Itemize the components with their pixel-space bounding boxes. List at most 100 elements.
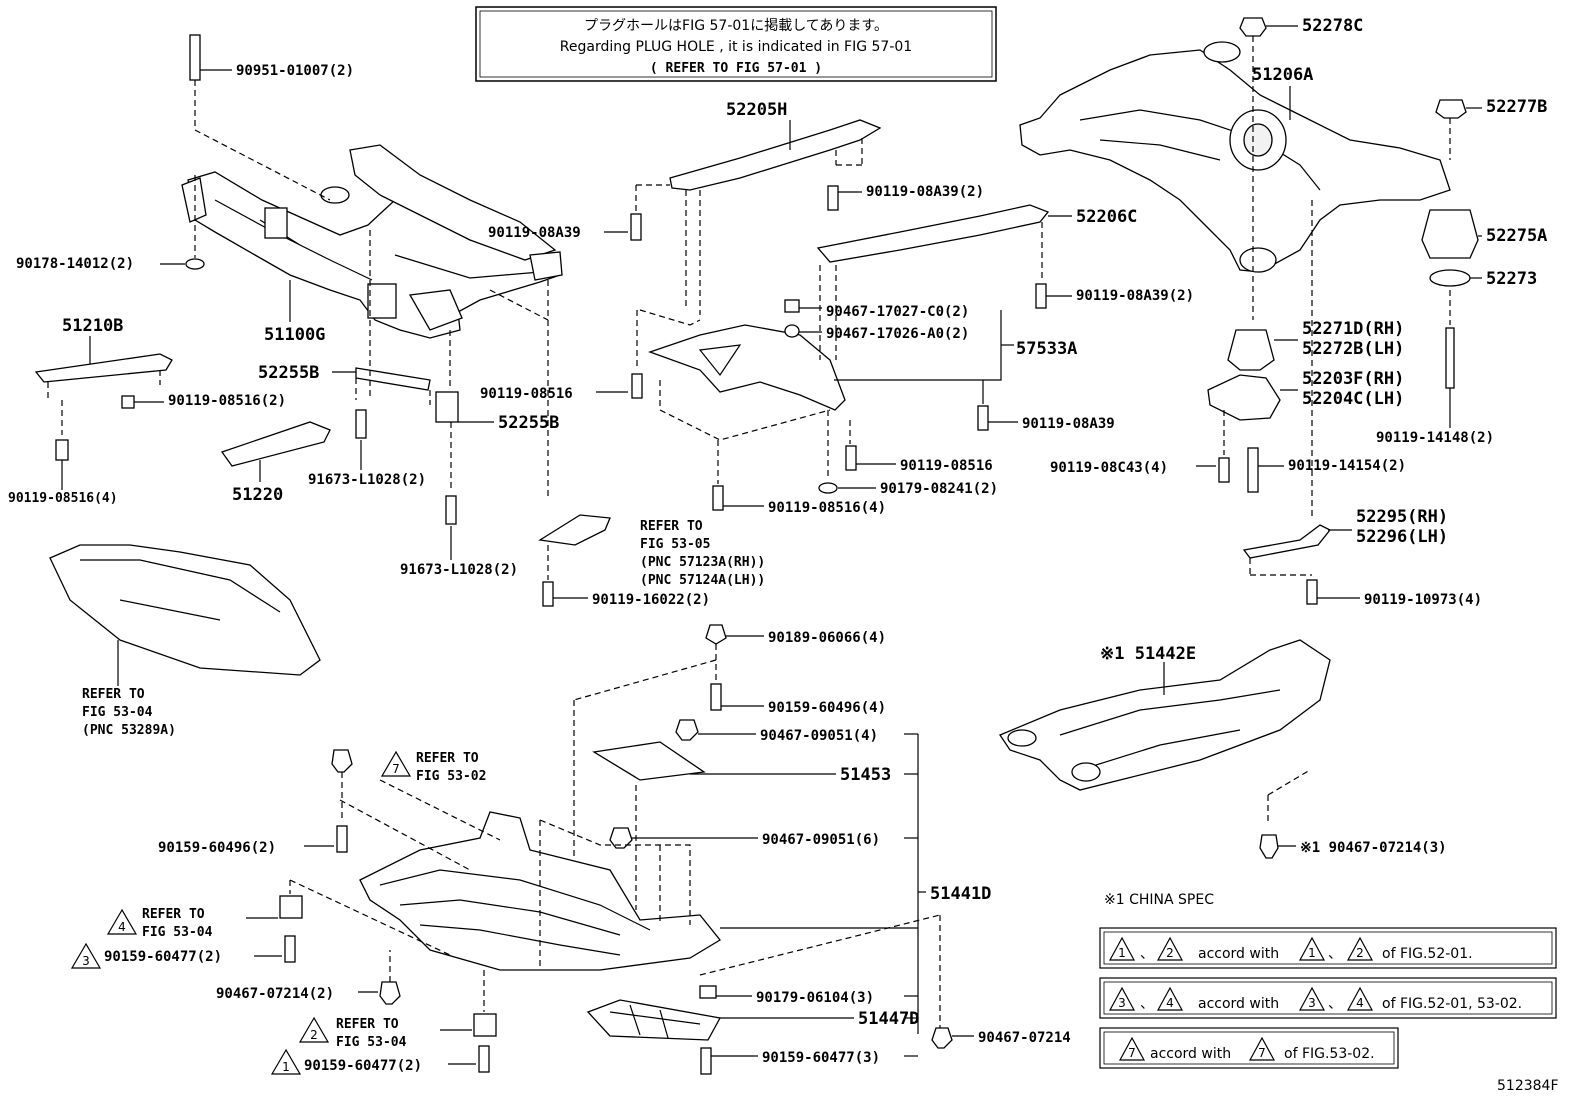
figure-id: 512384F <box>1497 1078 1559 1094</box>
accord-box-3: 7 accord with 7 of FIG.53-02. <box>1099 1027 1399 1069</box>
bolt-90951-drawing <box>189 34 331 201</box>
label-90119-08516-4-b: 90119-08516(4) <box>768 500 886 516</box>
refer-4-line2: FIG 53-04 <box>142 925 213 940</box>
note-line-1: プラグホールはFIG 57-01に掲載してあります。 <box>584 18 888 34</box>
label-90119-08A39-mid: 90119-08A39 <box>1022 416 1115 432</box>
refer-53-04-line2: FIG 53-04 <box>82 705 153 720</box>
label-90467-07214-3: ※1 90467-07214(3) <box>1300 840 1447 856</box>
accord2-sep-b: 、 <box>1328 996 1342 1012</box>
accord2-tri-4: 4 <box>1166 996 1174 1010</box>
accord2-tri-3: 3 <box>1118 996 1126 1010</box>
accord1-sep-a: 、 <box>1140 946 1154 962</box>
label-90951-01007: 90951-01007(2) <box>236 63 354 79</box>
accord1-sep-b: 、 <box>1328 946 1342 962</box>
accord2-tri-4b: 4 <box>1356 996 1364 1010</box>
label-90159-60496-4: 90159-60496(4) <box>768 700 886 716</box>
tri-1-label: 1 <box>282 1060 290 1074</box>
label-90159-60477-3: 90159-60477(3) <box>762 1050 880 1066</box>
label-90119-14148: 90119-14148(2) <box>1376 430 1494 446</box>
label-57533A: 57533A <box>1016 339 1077 359</box>
accord3-text: accord with <box>1150 1046 1231 1062</box>
label-51447D: 51447D <box>858 1009 919 1029</box>
refer-53-05-line1: REFER TO <box>640 519 703 534</box>
accord2-sep-a: 、 <box>1140 996 1154 1012</box>
label-52206C: 52206C <box>1076 207 1137 227</box>
label-51100G: 51100G <box>264 325 325 345</box>
accord1-tri-1: 1 <box>1118 946 1126 960</box>
accord3-end: of FIG.53-02. <box>1284 1046 1375 1062</box>
refer-2-line2: FIG 53-04 <box>336 1035 407 1050</box>
label-51206A: 51206A <box>1252 65 1313 85</box>
tri-4-refer: 4 <box>118 920 126 934</box>
label-90119-14154: 90119-14154(2) <box>1288 458 1406 474</box>
label-52272B: 52272B(LH) <box>1302 339 1404 359</box>
label-90119-08516-4-left: 90119-08516(4) <box>8 491 118 506</box>
label-52204C: 52204C(LH) <box>1302 389 1404 409</box>
rear-crossmember-drawing <box>1019 41 1451 273</box>
header-note: プラグホールはFIG 57-01に掲載してあります。 Regarding PLU… <box>475 6 997 82</box>
label-90119-08516-mid: 90119-08516 <box>480 386 573 402</box>
refer-53-05-line3: (PNC 57123A(RH)) <box>640 555 765 570</box>
accord2-text: accord with <box>1198 996 1279 1012</box>
label-90178-14012: 90178-14012(2) <box>16 256 134 272</box>
label-90179-08241: 90179-08241(2) <box>880 481 998 497</box>
label-52205H: 52205H <box>726 100 787 120</box>
label-90159-60477-2-a: 90159-60477(2) <box>104 949 222 965</box>
accord1-end: of FIG.52-01. <box>1382 946 1473 962</box>
label-51441D: 51441D <box>930 884 991 904</box>
accord3-tri-7: 7 <box>1128 1046 1136 1060</box>
label-90119-08A39-2-b: 90119-08A39(2) <box>1076 288 1194 304</box>
china-spec-note: ※1 CHINA SPEC <box>1104 892 1214 908</box>
refer-2-line1: REFER TO <box>336 1017 399 1032</box>
accord1-tri-2: 2 <box>1166 946 1174 960</box>
label-90467-07214-right: 90467-07214 <box>978 1030 1071 1046</box>
label-90467-17026: 90467-17026-A0(2) <box>826 326 969 342</box>
label-51442E: ※1 51442E <box>1100 644 1196 664</box>
label-52273: 52273 <box>1486 269 1537 289</box>
label-52296: 52296(LH) <box>1356 527 1448 547</box>
tri-3-label: 3 <box>82 954 90 968</box>
label-90119-10973: 90119-10973(4) <box>1364 592 1482 608</box>
accord-box-2: 3 、 4 accord with 3 、 4 of FIG.52-01, 53… <box>1099 977 1557 1019</box>
label-90189-06066: 90189-06066(4) <box>768 630 886 646</box>
tri-2-refer: 2 <box>310 1028 318 1042</box>
label-51210B: 51210B <box>62 316 123 336</box>
accord3-tri-7b: 7 <box>1258 1046 1266 1060</box>
refer-53-05-line4: (PNC 57124A(LH)) <box>640 573 765 588</box>
label-90159-60496-2: 90159-60496(2) <box>158 840 276 856</box>
label-90467-09051-4: 90467-09051(4) <box>760 728 878 744</box>
label-90467-07214-2: 90467-07214(2) <box>216 986 334 1002</box>
label-90119-08516-2: 90119-08516(2) <box>168 393 286 409</box>
label-51453: 51453 <box>840 765 891 785</box>
note-line-2: Regarding PLUG HOLE , it is indicated in… <box>560 39 912 55</box>
accord-box-1: 1 、 2 accord with 1 、 2 of FIG.52-01. <box>1099 927 1557 969</box>
refer-53-04-line1: REFER TO <box>82 687 145 702</box>
front-crossmember-drawing <box>181 144 563 339</box>
label-52271D: 52271D(RH) <box>1302 319 1404 339</box>
label-90467-09051-6: 90467-09051(6) <box>762 832 880 848</box>
refer-7-line2: FIG 53-02 <box>416 769 486 784</box>
label-90119-08A39-2-a: 90119-08A39(2) <box>866 184 984 200</box>
label-90119-08C43: 90119-08C43(4) <box>1050 460 1168 476</box>
label-90119-16022: 90119-16022(2) <box>592 592 710 608</box>
label-52203F: 52203F(RH) <box>1302 369 1404 389</box>
note-line-3: ( REFER TO FIG 57-01 ) <box>650 61 822 76</box>
accord2-end: of FIG.52-01, 53-02. <box>1382 996 1522 1012</box>
label-52295: 52295(RH) <box>1356 507 1448 527</box>
label-90119-08A39-left: 90119-08A39 <box>488 225 581 241</box>
accord2-tri-3b: 3 <box>1308 996 1316 1010</box>
label-51220: 51220 <box>232 485 283 505</box>
label-90159-60477-2-b: 90159-60477(2) <box>304 1058 422 1074</box>
accord1-text: accord with <box>1198 946 1279 962</box>
label-52278C: 52278C <box>1302 16 1363 36</box>
label-91673-L1028-b: 91673-L1028(2) <box>400 562 518 578</box>
label-90119-08516-right: 90119-08516 <box>900 458 993 474</box>
label-90179-06104: 90179-06104(3) <box>756 990 874 1006</box>
label-52255B-a: 52255B <box>258 363 319 383</box>
label-52255B-b: 52255B <box>498 413 559 433</box>
refer-53-04-line3: (PNC 53289A) <box>82 723 176 738</box>
accord1-tri-2b: 2 <box>1356 946 1364 960</box>
accord1-tri-1b: 1 <box>1308 946 1316 960</box>
label-52277B: 52277B <box>1486 97 1547 117</box>
